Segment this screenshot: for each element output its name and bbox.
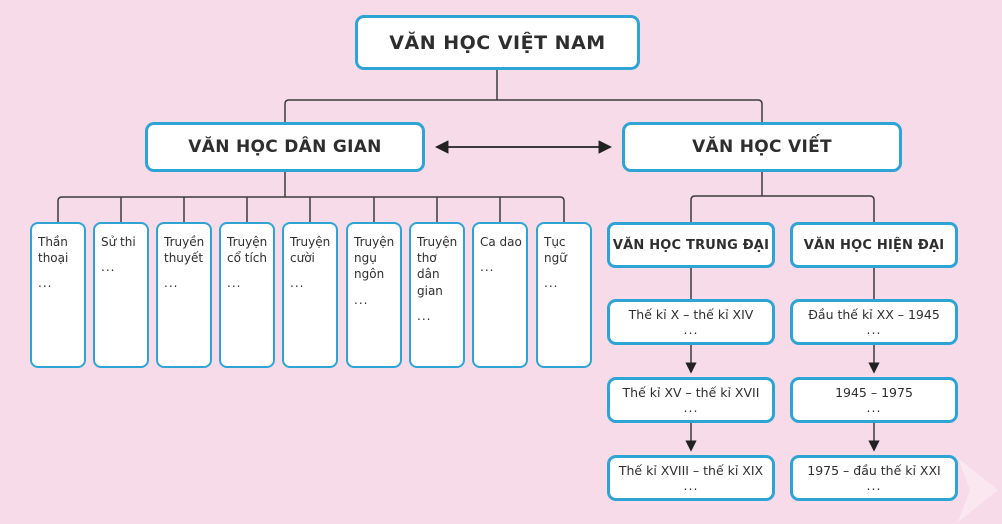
genre-label: Thần thoại <box>38 235 69 266</box>
genre-ellipsis: ... <box>354 292 369 307</box>
genre-label: Truyện cười <box>290 235 331 266</box>
stage-label: 1975 – đầu thế kỉ XXI <box>807 463 941 478</box>
node-genre-su-thi: Sử thi ... <box>93 222 149 368</box>
node-van-hoc-viet-nam: VĂN HỌC VIỆT NAM <box>355 15 640 70</box>
stage-ellipsis: ... <box>683 322 699 337</box>
folk-label: VĂN HỌC DÂN GIAN <box>188 137 382 157</box>
watermark-arrow-icon <box>958 458 998 522</box>
genre-ellipsis: ... <box>227 276 242 291</box>
genre-ellipsis: ... <box>101 260 116 275</box>
stage-ellipsis: ... <box>866 400 882 415</box>
genre-ellipsis: ... <box>290 276 305 291</box>
genre-ellipsis: ... <box>164 276 179 291</box>
node-genre-truyen-thuyet: Truyền thuyết ... <box>156 222 212 368</box>
genre-label: Sử thi <box>101 235 136 249</box>
genre-label: Ca dao <box>480 235 522 249</box>
node-genre-truyen-tho-dan-gian: Truyện thơ dân gian ... <box>409 222 465 368</box>
stage-ellipsis: ... <box>683 478 699 493</box>
node-genre-truyen-cuoi: Truyện cười ... <box>282 222 338 368</box>
modern-title: VĂN HỌC HIỆN ĐẠI <box>803 237 945 253</box>
genre-ellipsis: ... <box>38 276 53 291</box>
node-van-hoc-viet: VĂN HỌC VIẾT <box>622 122 902 172</box>
genre-ellipsis: ... <box>544 276 559 291</box>
node-modern-stage-2: 1945 – 1975 ... <box>790 377 958 423</box>
node-medieval-stage-1: Thế kỉ X – thế kỉ XIV ... <box>607 299 775 345</box>
genre-label: Truyện cổ tích <box>227 235 268 266</box>
node-van-hoc-dan-gian: VĂN HỌC DÂN GIAN <box>145 122 425 172</box>
genre-label: Tục ngữ <box>544 235 567 266</box>
tree-branch-lines <box>57 70 880 452</box>
root-label: VĂN HỌC VIỆT NAM <box>389 31 606 54</box>
stage-ellipsis: ... <box>866 322 882 337</box>
node-medieval-stage-2: Thế kỉ XV – thế kỉ XVII ... <box>607 377 775 423</box>
node-genre-tuc-ngu: Tục ngữ ... <box>536 222 592 368</box>
node-van-hoc-hien-dai: VĂN HỌC HIỆN ĐẠI <box>790 222 958 268</box>
node-genre-than-thoai: Thần thoại ... <box>30 222 86 368</box>
stage-label: 1945 – 1975 <box>835 385 913 400</box>
genre-ellipsis: ... <box>480 260 495 275</box>
stage-label: Thế kỉ X – thế kỉ XIV <box>628 307 754 322</box>
node-genre-ca-dao: Ca dao ... <box>472 222 528 368</box>
stage-ellipsis: ... <box>866 478 882 493</box>
stage-ellipsis: ... <box>683 400 699 415</box>
node-modern-stage-1: Đầu thế kỉ XX – 1945 ... <box>790 299 958 345</box>
node-modern-stage-3: 1975 – đầu thế kỉ XXI ... <box>790 455 958 501</box>
genre-label: Truyện ngụ ngôn <box>354 235 395 282</box>
node-van-hoc-trung-dai: VĂN HỌC TRUNG ĐẠI <box>607 222 775 268</box>
stage-label: Thế kỉ XVIII – thế kỉ XIX <box>618 463 764 478</box>
genre-label: Truyền thuyết <box>164 235 205 266</box>
stage-label: Đầu thế kỉ XX – 1945 <box>808 307 940 322</box>
node-genre-truyen-ngu-ngon: Truyện ngụ ngôn ... <box>346 222 402 368</box>
genre-label: Truyện thơ dân gian <box>417 235 458 298</box>
genre-ellipsis: ... <box>417 308 432 323</box>
stage-label: Thế kỉ XV – thế kỉ XVII <box>622 385 760 400</box>
node-medieval-stage-3: Thế kỉ XVIII – thế kỉ XIX ... <box>607 455 775 501</box>
written-label: VĂN HỌC VIẾT <box>692 137 832 157</box>
node-genre-truyen-co-tich: Truyện cổ tích ... <box>219 222 275 368</box>
medieval-title: VĂN HỌC TRUNG ĐẠI <box>612 237 770 253</box>
